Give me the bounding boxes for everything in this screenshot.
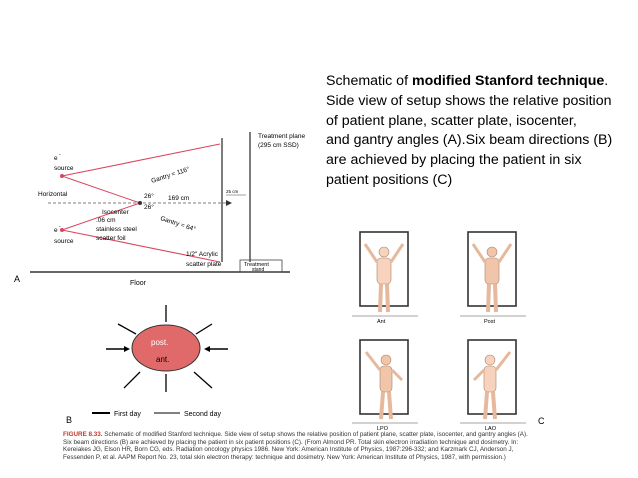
body-post [484,257,500,285]
beam-upper [61,143,221,177]
post-label: post. [151,338,168,347]
leg-lao-l [483,391,489,420]
desc-line1-prefix: Schematic of [326,73,412,89]
arrow-upper-left [117,323,137,335]
leg-lpo-r [387,391,393,420]
horizontal-arrowhead [226,200,232,206]
beam-lower [61,229,221,263]
source-bottom-dot [60,228,64,232]
beam-center-down [61,202,141,231]
arm-lao-r [494,351,512,371]
foil-line-3: scatter foil [96,235,126,242]
arm-lao-l [472,368,486,382]
e-top: e [54,155,58,162]
description-text: Schematic of modified Stanford technique… [326,72,631,191]
isocenter-dot [138,201,142,205]
arm-lpo-r [390,368,404,382]
arrow-lower-right [193,371,213,389]
arm-post-r [497,243,513,263]
acrylic-2: scatter plate [186,261,222,268]
leg-lao-r [491,391,497,420]
desc-line6: patient positions (C) [326,171,453,188]
panel-a-label: A [14,274,20,284]
leg-ant-r [385,283,390,313]
foil-line-1: .06 cm [96,217,116,224]
body-lpo [379,365,393,393]
frame-ant [359,231,409,307]
leg-post-r [493,283,498,313]
source-top-dot [60,174,64,178]
label-post: Post [484,319,495,325]
panel-c-label: C [538,416,545,426]
body-ant [376,257,392,285]
treatment-plane-2: (295 cm SSD) [258,142,299,149]
legend-second-day: Second day [184,411,221,418]
gantry-bottom: Gantry = 64° [159,214,197,233]
legend-first-day: First day [114,411,141,418]
desc-line1-suffix: . [604,73,609,89]
arm-ant-l [363,243,379,263]
gantry-top: Gantry = 116° [150,165,191,185]
floor-label: Floor [130,280,147,287]
angle-top: 26° [144,192,154,200]
arrow-lower-left [123,371,141,389]
treatment-plane-1: Treatment plane [258,133,305,140]
label-ant: Ant [377,319,386,325]
arrow-upper-right [195,323,213,335]
head-lpo [380,354,392,366]
label-lao: LAO [485,426,497,432]
acrylic-1: 1/2" Acrylic [186,251,219,258]
desc-line5: are achieved by placing the patient in s… [326,152,582,169]
arrow-left-head [124,346,130,352]
figure-number: FIGURE 8.33. [63,431,103,438]
horizontal-label: Horizontal [38,191,68,198]
head-post [486,246,498,258]
arm-ant-r [389,243,405,263]
foil-line-2: stainless steel [96,226,137,233]
stand-label-2: stand [252,267,264,273]
arm-post-l [471,243,487,263]
frame-post [467,231,517,307]
body-lao [483,365,497,393]
figure-caption-text: Schematic of modified Stanford technique… [63,431,528,461]
arrow-right-head [204,346,210,352]
position-lao: LAO [460,339,526,432]
desc-line4: and gantry angles (A).Six beam direction… [326,132,613,149]
source-top-label: source [54,165,74,172]
leg-lpo-l [379,391,385,420]
desc-line1-bold: modified Stanford technique [411,73,605,89]
frame-lpo [359,339,409,415]
isocenter-label: Isocenter [102,209,130,216]
position-ant: Ant [352,231,418,325]
e-bottom: e [54,227,58,234]
panel-b: post. ant. B First day Second day [66,305,228,425]
angle-bottom: 26° [144,203,154,211]
ant-label: ant. [156,355,169,364]
patient-cross-section [131,324,201,372]
leg-ant-l [378,283,383,313]
panel-b-label: B [66,415,72,425]
e-bottom-sup: - [59,224,61,230]
stand-label-1: Treatment [244,262,269,268]
figure-caption: FIGURE 8.33. Schematic of modified Stanf… [63,431,533,461]
beam-center-up [61,175,141,204]
e-top-sup: - [59,152,61,158]
desc-line3: of patient plane, scatter plate, isocent… [326,112,577,129]
distance-label: 169 cm [168,195,189,202]
head-lao [484,354,496,366]
treatment-stand-box [239,259,283,273]
frame-lao [467,339,517,415]
label-lpo: LPO [377,426,389,432]
panel-c: Ant Post LPO [352,231,545,432]
head-ant [378,246,390,258]
arm-lpo-l [364,351,382,371]
gap-label: 25 cm [226,189,239,194]
position-lpo: LPO [352,339,418,432]
position-post: Post [460,231,526,325]
leg-post-l [486,283,491,313]
desc-line2: Side view of setup shows the relative po… [326,92,612,109]
source-bottom-label: source [54,238,74,245]
